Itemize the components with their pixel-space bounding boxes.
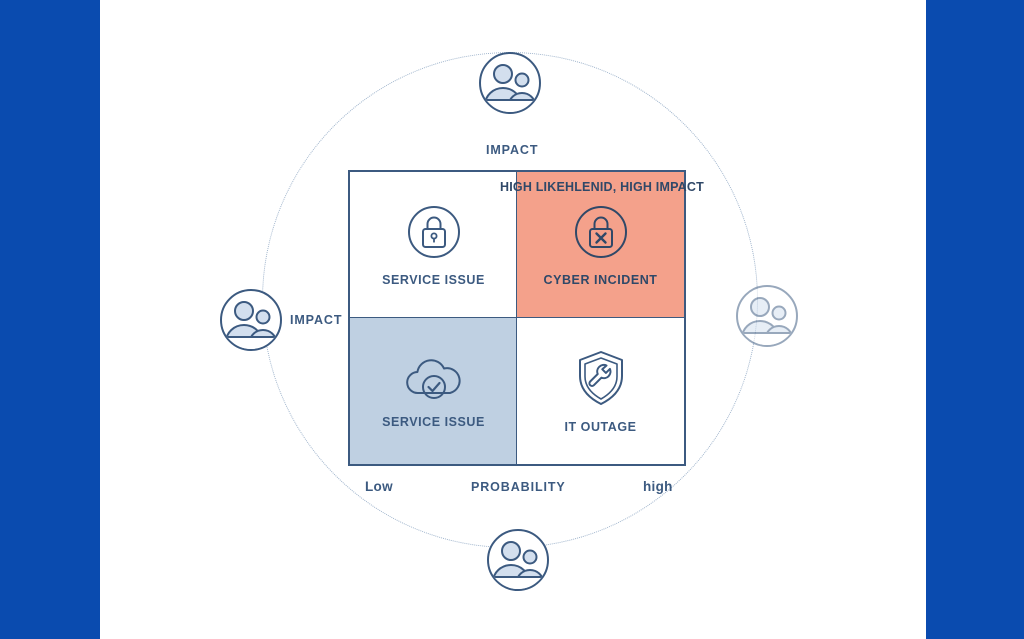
axis-label-impact-left: IMPACT bbox=[290, 313, 343, 327]
lock-icon bbox=[405, 203, 463, 261]
quadrant-cyber-incident[interactable]: CYBER INCIDENT bbox=[516, 171, 685, 319]
quadrant-label: CYBER INCIDENT bbox=[543, 273, 658, 287]
high-likelihood-high-impact-banner: HIGH LIKEHLENID, HIGH IMPACT bbox=[500, 180, 704, 194]
axis-label-impact-top: IMPACT bbox=[486, 143, 539, 157]
quadrant-label: IT OUTAGE bbox=[564, 420, 637, 434]
people-icon bbox=[220, 289, 282, 351]
people-node-bottom bbox=[485, 527, 551, 593]
quadrant-label: SERVICE ISSUE bbox=[382, 273, 485, 287]
axis-tick-high: high bbox=[643, 479, 673, 494]
right-brand-bar bbox=[926, 0, 1024, 639]
quadrant-service-issue-low-prob[interactable]: SERVICE ISSUE bbox=[349, 171, 518, 319]
axis-label-probability: PROBABILITY bbox=[471, 480, 566, 494]
people-icon bbox=[487, 529, 549, 591]
cloud-check-icon bbox=[401, 353, 467, 403]
quadrant-service-issue-low-impact[interactable]: SERVICE ISSUE bbox=[349, 317, 518, 465]
people-icon bbox=[736, 285, 798, 347]
people-node-top bbox=[477, 50, 543, 116]
diagram-canvas: IMPACT IMPACT PROBABILITY Low high SERVI… bbox=[100, 0, 926, 639]
risk-quadrant-grid: SERVICE ISSUE CYBER INCIDENT bbox=[348, 170, 686, 466]
axis-tick-low: Low bbox=[365, 479, 393, 494]
quadrant-label: SERVICE ISSUE bbox=[382, 415, 485, 429]
people-node-left bbox=[218, 287, 284, 353]
lock-x-icon bbox=[572, 203, 630, 261]
quadrant-it-outage[interactable]: IT OUTAGE bbox=[516, 317, 685, 465]
people-icon bbox=[479, 52, 541, 114]
people-node-right bbox=[734, 283, 800, 349]
left-brand-bar bbox=[0, 0, 100, 639]
shield-wrench-icon bbox=[572, 348, 630, 408]
